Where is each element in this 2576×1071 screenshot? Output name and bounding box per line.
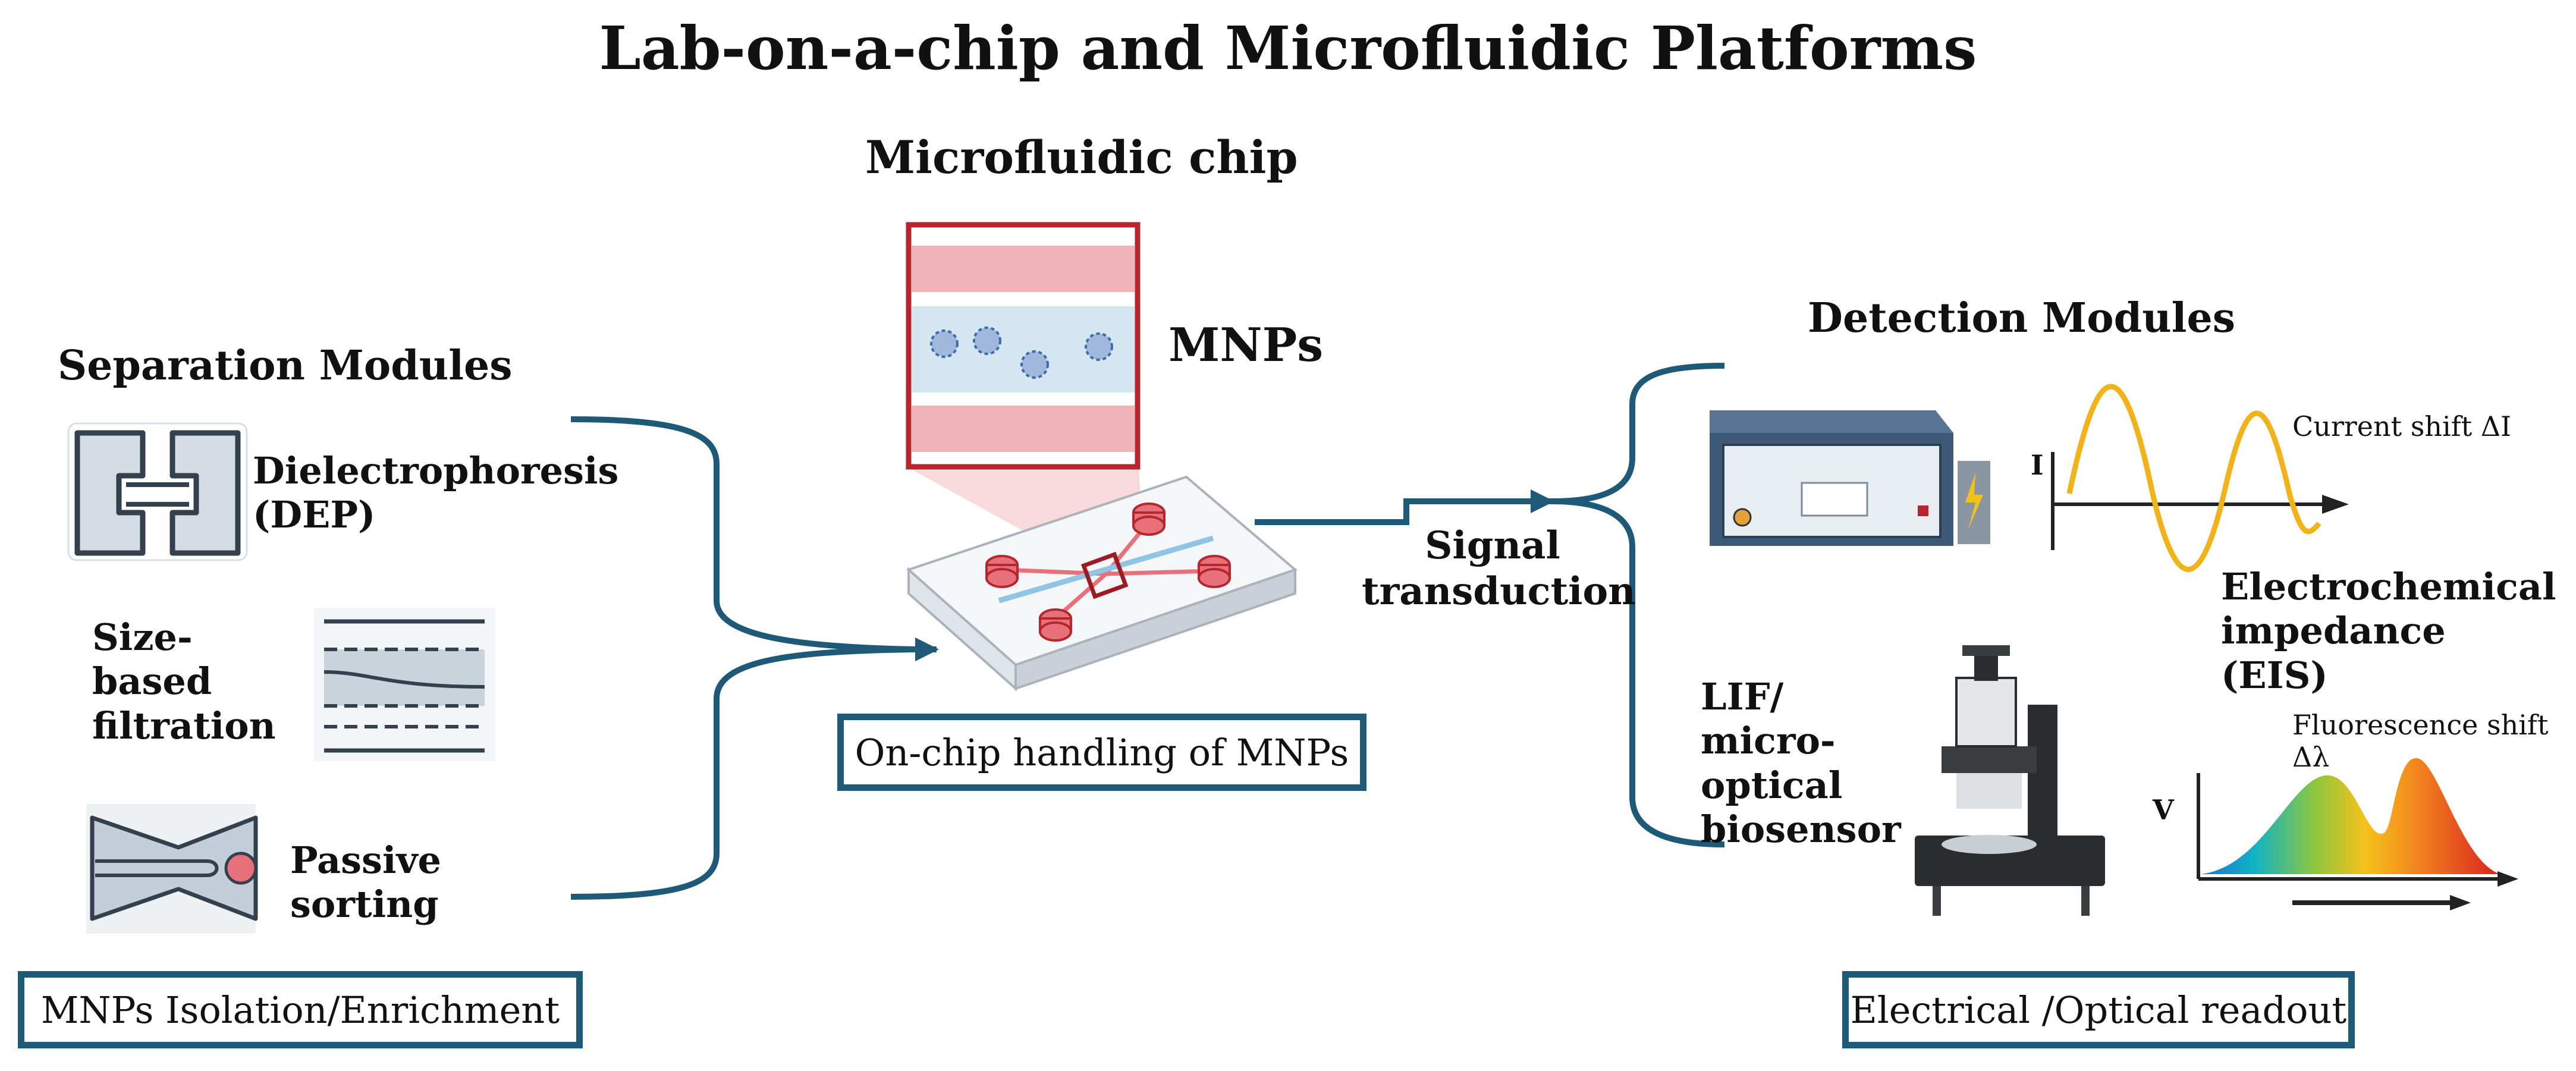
current-axis-label: I: [2031, 449, 2044, 481]
fluorescence-curve: [2200, 758, 2500, 874]
current-shift-label: Current shift ΔI: [2292, 410, 2512, 442]
signal-transduction-label: Signal transduction: [1362, 523, 1636, 614]
dielectrophoresis-icon: [67, 422, 248, 561]
fluorescence-axis-label: V: [2153, 794, 2174, 826]
mnp-particle: [930, 329, 959, 358]
separation-footer-box: MNPs Isolation/Enrichment: [18, 971, 583, 1048]
chip-heading: Microfluidic chip: [865, 131, 1298, 184]
mnp-particle: [973, 326, 1001, 355]
chip-footer-box: On-chip handling of MNPs: [837, 714, 1366, 791]
electrochemical-analyzer: [1710, 410, 1990, 546]
microscope-icon: [1915, 645, 2105, 916]
figure-title: Lab-on-a-chip and Microfluidic Platforms: [599, 13, 1977, 83]
detection-heading: Detection Modules: [1808, 294, 2236, 342]
connector-chip-to-detection: [1255, 489, 1554, 525]
passive-sorting-icon: [86, 804, 258, 934]
chip-footer-text: On-chip handling of MNPs: [855, 730, 1349, 774]
fluorescence-spectrum: [2197, 758, 2518, 910]
filtration-label: Size-based filtration: [92, 615, 276, 747]
separation-heading: Separation Modules: [58, 342, 513, 390]
detection-footer-box: Electrical /Optical readout: [1842, 971, 2355, 1048]
mnp-particle: [1085, 332, 1113, 361]
connector-top: [570, 416, 916, 652]
connector-detection-top: [1551, 363, 1725, 504]
fluorescence-shift-label: Fluorescence shift Δλ: [2292, 709, 2549, 773]
lif-label: LIF/ micro-optical biosensor: [1701, 675, 1901, 852]
eis-label: Electrochemical impedance (EIS): [2221, 565, 2556, 697]
dep-label: Dielectrophoresis (DEP): [253, 449, 619, 537]
filtration-icon: [314, 608, 495, 761]
mnp-particle: [1020, 350, 1049, 379]
passive-sorting-label: Passive sorting: [290, 838, 441, 926]
mnps-label: MNPs: [1168, 318, 1324, 372]
current-signal-wave: [2066, 384, 2321, 572]
mnp-particles: [930, 326, 1113, 379]
separation-footer-text: MNPs Isolation/Enrichment: [40, 988, 560, 1032]
connector-bottom: [570, 646, 916, 900]
microfluidic-chip: [906, 475, 1298, 692]
detection-footer-text: Electrical /Optical readout: [1850, 988, 2347, 1032]
connector-detection-bottom: [1551, 498, 1725, 847]
current-shift-graph: [2051, 384, 2349, 572]
